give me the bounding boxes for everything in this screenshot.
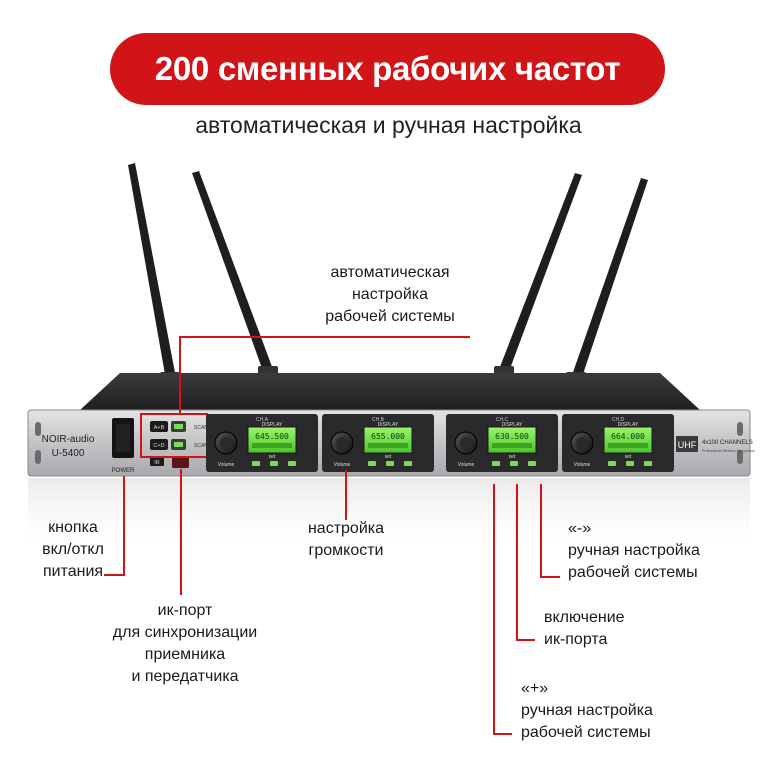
- model-label: U-5400: [52, 448, 85, 459]
- antenna-icon: [128, 163, 648, 384]
- lcd-frequency: 664.000: [611, 432, 645, 441]
- minus-button[interactable]: [528, 461, 536, 466]
- lcd-display: [247, 426, 297, 454]
- volume-label: Volume: [334, 462, 351, 468]
- volume-label: Volume: [458, 462, 475, 468]
- uhf-badge: [676, 436, 698, 452]
- plus-button[interactable]: [492, 461, 500, 466]
- plus-button[interactable]: [368, 461, 376, 466]
- callout-ir-port: ик-порт для синхронизации приемника и пе…: [112, 602, 258, 685]
- ir-port: [172, 456, 189, 468]
- callout-power-button: кнопка вкл/откл питания: [42, 519, 104, 580]
- lcd-frequency: 630.500: [495, 432, 529, 441]
- channel-name: CH.D: [612, 417, 625, 423]
- ir-enable-button[interactable]: [270, 461, 278, 466]
- callout-lines: [104, 336, 560, 735]
- display-label: DISPLAY: [378, 422, 399, 428]
- lcd-frequency: 645.500: [255, 432, 289, 441]
- callout-ir-enable: включение ик-порта: [544, 609, 625, 648]
- brand-label: NOIR-audio: [42, 434, 95, 445]
- channel-name: CH.C: [496, 417, 509, 423]
- title-banner: 200 сменных рабочих частот: [110, 33, 665, 105]
- ir-enable-button[interactable]: [386, 461, 394, 466]
- ir-enable-button[interactable]: [626, 461, 634, 466]
- minus-button[interactable]: [644, 461, 652, 466]
- ir-enable-button[interactable]: [510, 461, 518, 466]
- plus-button[interactable]: [252, 461, 260, 466]
- volume-label: Volume: [574, 462, 591, 468]
- channel-name: CH.A: [256, 417, 269, 423]
- svg-text:UHF: UHF: [678, 440, 697, 450]
- channel-name: CH.B: [372, 417, 385, 423]
- lcd-display: [363, 426, 413, 454]
- channel-module: CH.A Volume DISPLAY 645.500 set: [206, 414, 318, 472]
- set-label: set: [269, 454, 276, 460]
- set-label: set: [385, 454, 392, 460]
- svg-text:SCAN: SCAN: [194, 425, 208, 431]
- channels-label: 4x100 CHANNELS: [702, 440, 753, 446]
- reflection: [28, 478, 750, 553]
- callout-manual-minus: «-» ручная настройка рабочей системы: [568, 520, 700, 581]
- set-label: set: [625, 454, 632, 460]
- svg-text:SCAN: SCAN: [194, 443, 208, 449]
- scan-buttons: A+B SCAN C+D SCAN: [150, 421, 208, 450]
- display-label: DISPLAY: [618, 422, 639, 428]
- callout-auto-tune: автоматическая настройка рабочей системы: [325, 264, 455, 325]
- volume-label: Volume: [218, 462, 235, 468]
- ir-label: IR: [154, 460, 160, 466]
- display-label: DISPLAY: [502, 422, 523, 428]
- plus-button[interactable]: [608, 461, 616, 466]
- callout-manual-plus: «+» ручная настройка рабочей системы: [521, 680, 653, 741]
- power-label: POWER: [112, 468, 135, 474]
- lcd-frequency: 655.000: [371, 432, 405, 441]
- chassis-top: [80, 373, 700, 410]
- channel-module: CH.B Volume DISPLAY 655.000 set: [322, 414, 434, 472]
- set-label: set: [509, 454, 516, 460]
- scan-cd-label: C+D: [153, 443, 164, 449]
- lcd-display: [603, 426, 653, 454]
- channel-module: CH.D Volume DISPLAY 664.000 set: [562, 414, 674, 472]
- minus-button[interactable]: [404, 461, 412, 466]
- display-label: DISPLAY: [262, 422, 283, 428]
- callout-volume: настройка громкости: [307, 520, 385, 559]
- minus-button[interactable]: [288, 461, 296, 466]
- banner-title: 200 сменных рабочих частот: [154, 50, 621, 87]
- channel-module: CH.C Volume DISPLAY 630.500 set: [446, 414, 558, 472]
- lcd-display: [487, 426, 537, 454]
- scan-ab-label: A+B: [154, 425, 165, 431]
- subtitle: автоматическая и ручная настройка: [195, 112, 582, 138]
- channels-sublabel: Professional Wireless Microphone: [702, 449, 755, 453]
